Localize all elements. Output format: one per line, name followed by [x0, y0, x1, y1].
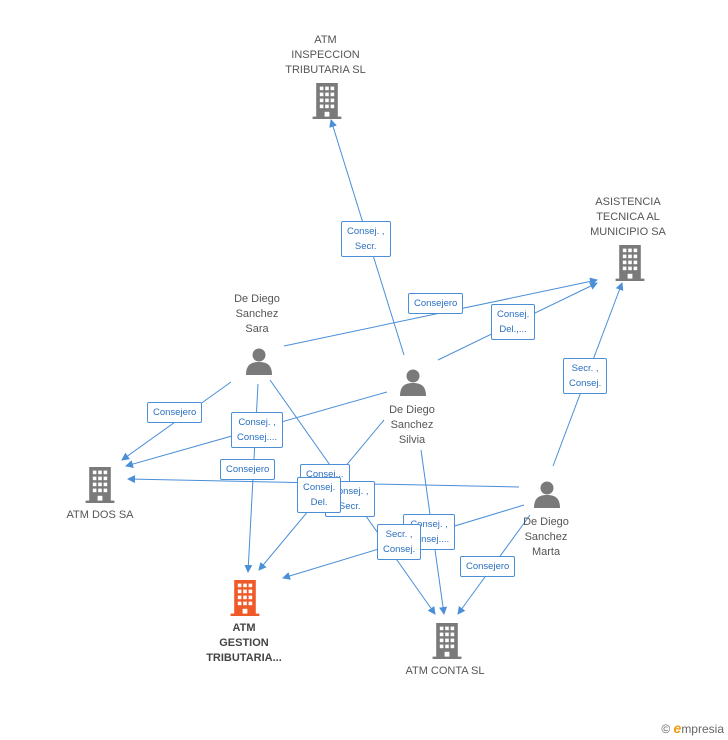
copyright-symbol: © [661, 722, 671, 736]
building-icon-atm_inspeccion[interactable] [312, 83, 342, 119]
node-label-asistencia[interactable]: ASISTENCIA TECNICA AL MUNICIPIO SA [590, 196, 666, 238]
building-icon-atm_dos[interactable] [85, 467, 115, 503]
person-icon-sara[interactable] [246, 348, 272, 376]
edge-label-marta-gestion[interactable]: Secr. , Consej. [377, 524, 422, 560]
brand-footer[interactable]: © empresia [661, 720, 724, 736]
edge-label-sara-asistencia[interactable]: Consejero [408, 293, 464, 314]
building-icon-atm_gestion[interactable] [230, 580, 260, 616]
building-icon-atm_conta[interactable] [432, 623, 462, 659]
edge-label-silvia-inspeccion[interactable]: Consej. , Secr. [341, 221, 391, 257]
node-label-atm-gestion[interactable]: ATM GESTION TRIBUTARIA... [206, 622, 282, 664]
edge-label-marta-conta-b[interactable]: Consej. , Consej.... [403, 514, 456, 550]
edge-label-silvia-atmdos[interactable]: Consej. , Consej.... [231, 412, 284, 448]
person-icon-silvia[interactable] [400, 369, 426, 397]
node-label-silvia[interactable]: De Diego Sanchez Silvia [389, 404, 435, 446]
node-label-atm-dos[interactable]: ATM DOS SA [66, 509, 134, 521]
edge-label-silvia-asistencia[interactable]: Consej. Del.,... [491, 304, 536, 340]
edge-label-sara-gestion[interactable]: Consejero [220, 459, 276, 480]
node-label-marta[interactable]: De Diego Sanchez Marta [523, 516, 569, 558]
person-icon-marta[interactable] [534, 481, 560, 509]
node-label-atm-conta[interactable]: ATM CONTA SL [405, 665, 485, 677]
brand-initial: e [673, 720, 682, 736]
edge-label-sara-atmdos[interactable]: Consejero [147, 402, 203, 423]
node-label-sara[interactable]: De Diego Sanchez Sara [234, 293, 280, 335]
edge-label-marta-conta[interactable]: Consejero [460, 556, 516, 577]
edge-label-silvia-gestion[interactable]: Consej. Del. [297, 477, 342, 513]
node-label-atm-inspeccion[interactable]: ATM INSPECCION TRIBUTARIA SL [285, 34, 366, 76]
building-icon-asistencia[interactable] [615, 245, 645, 281]
edge-label-marta-asistencia[interactable]: Secr. , Consej. [563, 358, 608, 394]
brand-name: mpresia [681, 722, 724, 736]
